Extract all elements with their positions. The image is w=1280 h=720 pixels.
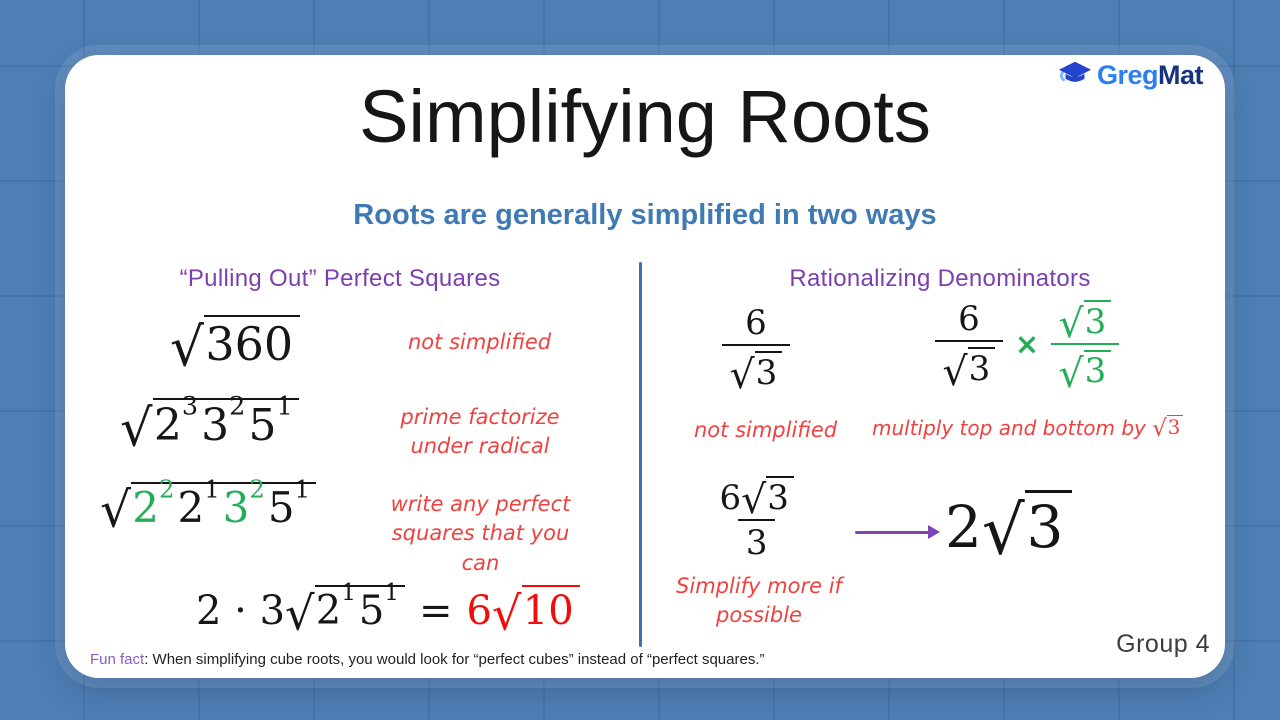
math-sqrt-360: √360 [170,315,301,379]
fun-fact-label: Fun fact [90,651,145,668]
left-column-heading: “Pulling Out” Perfect Squares [179,265,501,292]
radical-sign: √ [729,352,755,399]
note-not-simplified-left: not simplified [408,330,552,354]
radicand: 22213251 [131,477,317,529]
graduation-cap-icon [1058,60,1092,90]
radical-sign: √ [492,586,522,641]
radical-sign: √ [100,482,132,539]
logo-text-greg: Greg [1097,59,1159,90]
fun-fact-text: : When simplifying cube roots, you would… [144,651,765,668]
equals-sign: = [419,587,453,634]
subtitle: Roots are generally simplified in two wa… [353,199,937,231]
math-result-2sqrt3: 2√3 [945,490,1073,570]
note-not-simplified-right: not simplified [694,418,838,442]
group-label: Group 4 [1116,630,1210,658]
math-pulled-out-result: 2 · 3√2151=6√10 [196,581,580,641]
radicand: 233251 [152,394,300,448]
radical-sign: √ [1058,350,1084,397]
radical-sign: √ [1152,415,1168,443]
right-column-heading: Rationalizing Denominators [789,265,1091,292]
slide-card [65,55,1225,678]
radical-sign: √ [120,399,153,459]
fun-fact: Fun fact: When simplifying cube roots, y… [90,651,765,668]
result-arrow [855,524,940,540]
math-multiply-by-sqrt3: 6√3 × √3√3 [935,300,1119,397]
math-frac-6-sqrt3: 6√3 [722,306,790,399]
column-divider [639,262,642,647]
multiplication-sign: × [1014,326,1040,361]
gregmat-logo: GregMat [1058,59,1204,90]
logo-text: GregMat [1097,59,1204,90]
note-prime-factorize: prime factorize under radical [400,405,560,459]
radical-sign: √ [942,348,968,395]
math-prime-factorization: √233251 [120,394,300,459]
page-title: Simplifying Roots [359,75,931,158]
radicand: 2151 [314,581,406,631]
radical-sign: √ [285,586,315,641]
radicand: 360 [204,315,301,367]
note-multiply-top-bottom: multiply top and bottom by √3 [872,414,1184,443]
note-write-perfect-squares: write any perfect squares that you can [390,492,571,575]
math-perfect-squares-marked: √22213251 [100,477,317,539]
radical-sign: √ [741,477,767,524]
note-simplify-more: Simplify more if possible [676,574,842,628]
radical-sign: √ [981,491,1025,570]
coefficients: 2 · 3 [196,587,286,634]
radical-sign: √ [1058,301,1084,348]
logo-text-mat: Mat [1158,59,1204,90]
radical-sign: √ [170,315,205,379]
